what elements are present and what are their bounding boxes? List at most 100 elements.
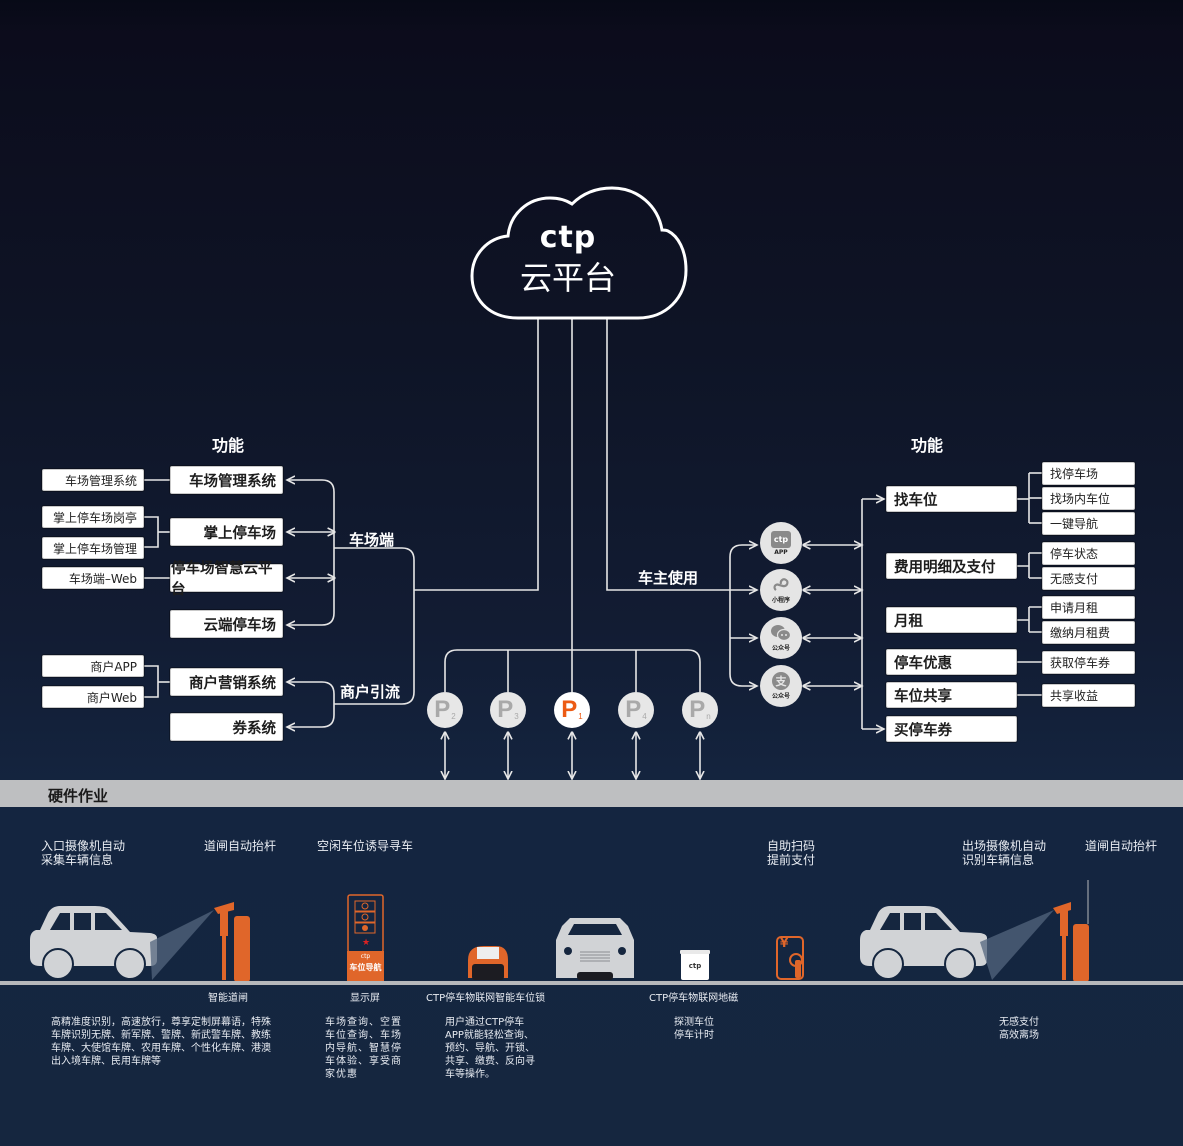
app-caption: 公众号 bbox=[771, 693, 790, 700]
right-sub-box[interactable]: 找场内车位 bbox=[1042, 487, 1135, 510]
parking-node-sub: n bbox=[706, 711, 711, 721]
left-main-box[interactable]: 云端停车场 bbox=[170, 610, 283, 638]
mini-program-icon bbox=[773, 578, 789, 591]
desc-sensor: 探测车位 停车计时 bbox=[674, 1017, 714, 1041]
entry-camera-beam bbox=[150, 910, 214, 980]
left-sub-box[interactable]: 掌上停车场管理 bbox=[42, 537, 144, 559]
parking-node-letter: P bbox=[497, 696, 514, 723]
right-sub-box[interactable]: 获取停车券 bbox=[1042, 651, 1135, 674]
group-label-lot: 车场端 bbox=[349, 531, 395, 549]
left-sub-box[interactable]: 车场管理系统 bbox=[42, 469, 144, 491]
hw-caption-gate-exit: 道闸自动抬杆 bbox=[1085, 839, 1158, 853]
right-sub-box[interactable]: 找停车场 bbox=[1042, 462, 1135, 485]
right-sub-box[interactable]: 一键导航 bbox=[1042, 512, 1135, 535]
wechat-icon bbox=[771, 625, 792, 642]
left-main-box[interactable]: 停车场智慧云平台 bbox=[170, 561, 283, 598]
geomagnetic-sensor-icon bbox=[680, 950, 710, 980]
app-caption: APP bbox=[774, 548, 788, 556]
hw-caption-guidance: 空闲车位诱导寻车 bbox=[317, 839, 414, 853]
exit-car-icon bbox=[860, 906, 987, 980]
ctp-app-icon: ctp bbox=[771, 530, 791, 548]
front-car-icon bbox=[556, 918, 634, 980]
cloud-title: 云平台 bbox=[519, 259, 616, 297]
right-main-box[interactable]: 车位共享 bbox=[886, 682, 1017, 708]
hardware-illustrations: ★ bbox=[30, 880, 1089, 982]
desc-lock: 用户通过CTP停车 APP就能轻松查询、 预约、导航、开锁、 共享、缴费、反向寻… bbox=[445, 1017, 535, 1080]
device-label-gate: 智能道闸 bbox=[208, 993, 248, 1004]
cloud-shape bbox=[470, 186, 688, 320]
svg-text:★: ★ bbox=[362, 938, 370, 948]
self-pay-phone-icon bbox=[776, 936, 804, 980]
right-main-box[interactable]: 费用明细及支付 bbox=[886, 553, 1017, 579]
app-circle-wechat[interactable]: 公众号 bbox=[760, 617, 802, 659]
right-main-box[interactable]: 找车位 bbox=[886, 486, 1017, 512]
parking-node-sub: 1 bbox=[578, 711, 583, 721]
app-circle-mini-program[interactable]: 小程序 bbox=[760, 569, 802, 611]
right-sub-box[interactable]: 缴纳月租费 bbox=[1042, 621, 1135, 644]
left-heading: 功能 bbox=[212, 436, 245, 455]
parking-node-letter: P bbox=[689, 696, 706, 723]
device-label-sensor: CTP停车物联网地磁 bbox=[649, 993, 739, 1004]
hardware-bar: 硬件作业 bbox=[0, 780, 1183, 807]
left-main-box[interactable]: 掌上停车场 bbox=[170, 518, 283, 546]
hw-caption-gate-entry: 道闸自动抬杆 bbox=[204, 839, 277, 853]
left-main-box[interactable]: 车场管理系统 bbox=[170, 466, 283, 494]
pay-symbol: ¥ bbox=[780, 936, 789, 950]
right-sub-box[interactable]: 停车状态 bbox=[1042, 542, 1135, 565]
hw-caption-selfpay: 自助扫码 提前支付 bbox=[767, 839, 816, 867]
parking-node-sub: 4 bbox=[642, 711, 647, 721]
parking-node-letter: P bbox=[434, 696, 451, 723]
app-circle-ctp[interactable]: ctp APP bbox=[760, 522, 802, 564]
app-caption: 小程序 bbox=[771, 597, 790, 604]
right-main-box[interactable]: 月租 bbox=[886, 607, 1017, 633]
right-heading: 功能 bbox=[911, 436, 944, 455]
exit-gate-icon bbox=[1053, 902, 1089, 982]
app-caption: 公众号 bbox=[771, 645, 790, 652]
parking-node-sub: 2 bbox=[451, 711, 456, 721]
right-sub-box[interactable]: 共享收益 bbox=[1042, 684, 1135, 707]
cloud-link-right bbox=[606, 318, 730, 591]
entry-car-icon bbox=[30, 906, 157, 980]
group-label-merchant: 商户引流 bbox=[340, 683, 401, 701]
cloud-link-left bbox=[414, 318, 539, 591]
device-label-lock: CTP停车物联网智能车位锁 bbox=[426, 993, 546, 1004]
device-label-display: 显示屏 bbox=[350, 993, 380, 1004]
alipay-icon: 支 bbox=[772, 672, 790, 690]
display-sign-text: 车位导航 bbox=[349, 963, 382, 972]
right-sub-box[interactable]: 无感支付 bbox=[1042, 567, 1135, 590]
desc-gate: 高精准度识别，高速放行，尊享定制屏幕语，特殊 车牌识别无牌、新军牌、警牌、新武警… bbox=[51, 1017, 271, 1067]
display-sign-brand: ctp bbox=[360, 953, 371, 960]
cloud-brand-logo: ctp bbox=[539, 220, 597, 255]
left-main-box[interactable]: 券系统 bbox=[170, 713, 283, 741]
left-sub-box[interactable]: 掌上停车场岗亭 bbox=[42, 506, 144, 528]
parking-node-sub: 3 bbox=[514, 711, 519, 721]
app-circle-alipay[interactable]: 支 公众号 bbox=[760, 665, 802, 707]
left-sub-box[interactable]: 车场端–Web bbox=[42, 567, 144, 589]
hw-caption-exit-camera: 出场摄像机自动 识别车辆信息 bbox=[962, 839, 1047, 867]
parking-node-letter: P bbox=[625, 696, 642, 723]
entry-gate-icon bbox=[214, 902, 250, 982]
left-sub-box[interactable]: 商户APP bbox=[42, 655, 144, 677]
exit-camera-beam bbox=[980, 910, 1054, 980]
right-sub-box[interactable]: 申请月租 bbox=[1042, 596, 1135, 619]
ground-line bbox=[0, 981, 1183, 985]
group-label-owner: 车主使用 bbox=[638, 569, 699, 587]
parking-node-letter: P bbox=[561, 696, 578, 723]
desc-exit: 无感支付 高效离场 bbox=[999, 1017, 1039, 1041]
sensor-brand: ctp bbox=[688, 962, 702, 970]
left-sub-box[interactable]: 商户Web bbox=[42, 686, 144, 708]
hw-caption-entry-camera: 入口摄像机自动 采集车辆信息 bbox=[41, 839, 126, 867]
desc-display: 车场查询、空置 车位查询、车场 内导航、智慧停 车体验、享受商 家优惠 bbox=[325, 1017, 402, 1080]
right-main-box[interactable]: 停车优惠 bbox=[886, 649, 1017, 675]
parking-lock-icon bbox=[468, 946, 508, 980]
left-main-box[interactable]: 商户营销系统 bbox=[170, 668, 283, 696]
right-main-box[interactable]: 买停车券 bbox=[886, 716, 1017, 742]
hardware-title: 硬件作业 bbox=[48, 787, 109, 805]
guidance-display-icon: ★ bbox=[347, 894, 384, 982]
